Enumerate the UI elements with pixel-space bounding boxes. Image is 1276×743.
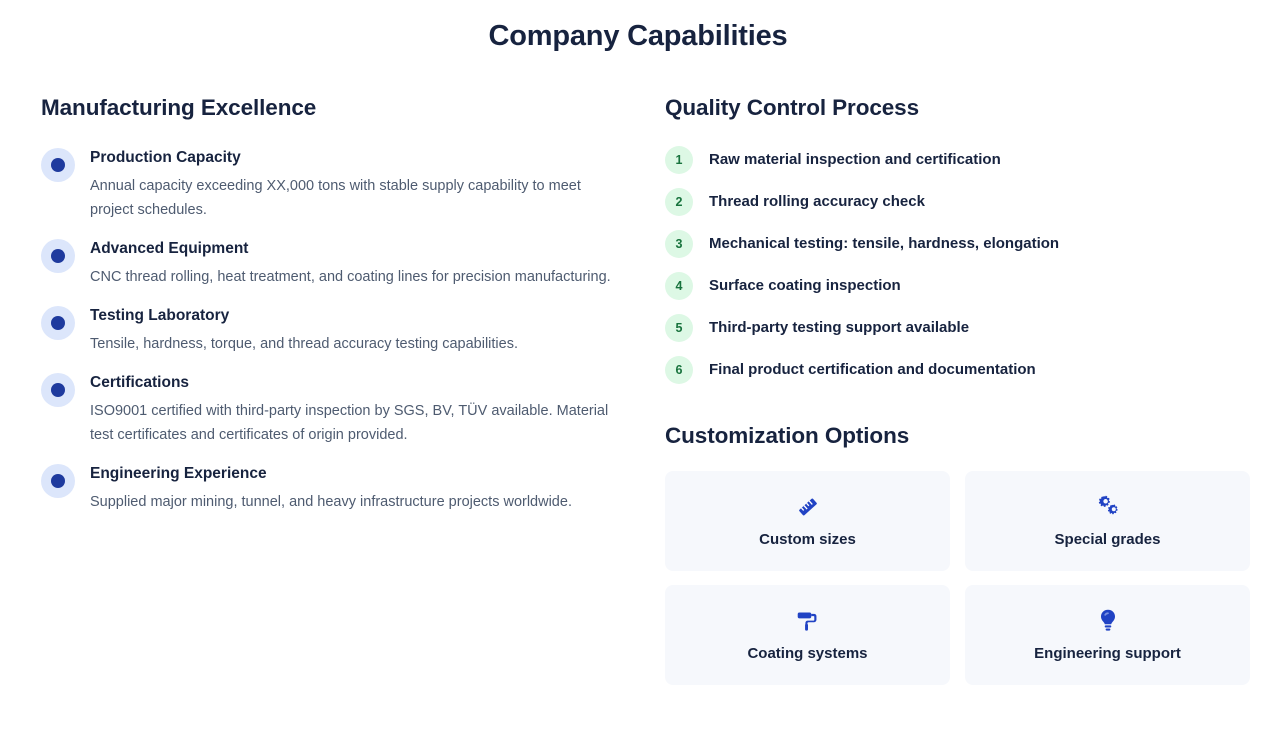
step-number-badge: 2: [665, 188, 693, 216]
step-label: Final product certification and document…: [709, 361, 1036, 378]
list-item: 1 Raw material inspection and certificat…: [665, 146, 1258, 174]
list-item: Advanced Equipment CNC thread rolling, h…: [41, 237, 634, 289]
feature-title: Advanced Equipment: [90, 240, 249, 257]
customization-card-special-grades[interactable]: Special grades: [965, 471, 1250, 571]
feature-description: ISO9001 certified with third-party inspe…: [90, 403, 609, 443]
step-number-badge: 6: [665, 356, 693, 384]
list-item: 5 Third-party testing support available: [665, 314, 1258, 342]
feature-body: Advanced Equipment CNC thread rolling, h…: [90, 237, 634, 289]
feature-body: Engineering Experience Supplied major mi…: [90, 462, 634, 514]
step-number-badge: 4: [665, 272, 693, 300]
step-number-badge: 1: [665, 146, 693, 174]
feature-title: Testing Laboratory: [90, 307, 230, 324]
feature-body: Certifications ISO9001 certified with th…: [90, 371, 634, 447]
feature-title: Certifications: [90, 374, 190, 391]
manufacturing-column: Manufacturing Excellence Production Capa…: [0, 94, 634, 529]
feature-body: Production Capacity Annual capacity exce…: [90, 146, 634, 222]
feature-description: Tensile, hardness, torque, and thread ac…: [90, 336, 518, 352]
list-item: 6 Final product certification and docume…: [665, 356, 1258, 384]
bullet-dot-icon: [41, 148, 75, 182]
quality-heading: Quality Control Process: [665, 95, 920, 120]
list-item: 3 Mechanical testing: tensile, hardness,…: [665, 230, 1258, 258]
step-number-badge: 5: [665, 314, 693, 342]
paint-roller-icon: [795, 606, 821, 636]
gears-icon: [1094, 492, 1122, 522]
quality-step-list: 1 Raw material inspection and certificat…: [665, 146, 1258, 384]
bullet-dot-icon: [41, 464, 75, 498]
card-label: Custom sizes: [759, 531, 856, 548]
content-columns: Manufacturing Excellence Production Capa…: [0, 94, 1276, 685]
customization-card-custom-sizes[interactable]: Custom sizes: [665, 471, 950, 571]
customization-cards-grid: Custom sizes Special grades: [665, 471, 1258, 685]
card-label: Engineering support: [1034, 645, 1181, 662]
feature-body: Testing Laboratory Tensile, hardness, to…: [90, 304, 634, 356]
step-label: Mechanical testing: tensile, hardness, e…: [709, 235, 1060, 252]
list-item: 2 Thread rolling accuracy check: [665, 188, 1258, 216]
feature-title: Production Capacity: [90, 149, 241, 166]
feature-description: Supplied major mining, tunnel, and heavy…: [90, 494, 572, 510]
ruler-icon: [795, 492, 821, 522]
list-item: Testing Laboratory Tensile, hardness, to…: [41, 304, 634, 356]
lightbulb-icon: [1096, 606, 1120, 636]
step-label: Raw material inspection and certificatio…: [709, 151, 1001, 168]
step-label: Surface coating inspection: [709, 277, 901, 294]
bullet-dot-icon: [41, 306, 75, 340]
bullet-dot-icon: [41, 239, 75, 273]
card-label: Coating systems: [747, 645, 868, 662]
customization-heading: Customization Options: [665, 423, 910, 448]
feature-description: CNC thread rolling, heat treatment, and …: [90, 269, 611, 285]
step-label: Third-party testing support available: [709, 319, 970, 336]
manufacturing-heading: Manufacturing Excellence: [41, 95, 317, 120]
customization-card-engineering-support[interactable]: Engineering support: [965, 585, 1250, 685]
bullet-dot-icon: [41, 373, 75, 407]
manufacturing-feature-list: Production Capacity Annual capacity exce…: [41, 146, 634, 514]
page-title: Company Capabilities: [488, 20, 788, 52]
step-label: Thread rolling accuracy check: [709, 193, 925, 210]
step-number-badge: 3: [665, 230, 693, 258]
list-item: Certifications ISO9001 certified with th…: [41, 371, 634, 447]
quality-column: Quality Control Process 1 Raw material i…: [634, 94, 1276, 685]
feature-title: Engineering Experience: [90, 465, 267, 482]
customization-card-coating-systems[interactable]: Coating systems: [665, 585, 950, 685]
card-label: Special grades: [1054, 531, 1161, 548]
list-item: Production Capacity Annual capacity exce…: [41, 146, 634, 222]
list-item: Engineering Experience Supplied major mi…: [41, 462, 634, 514]
list-item: 4 Surface coating inspection: [665, 272, 1258, 300]
feature-description: Annual capacity exceeding XX,000 tons wi…: [90, 178, 581, 218]
